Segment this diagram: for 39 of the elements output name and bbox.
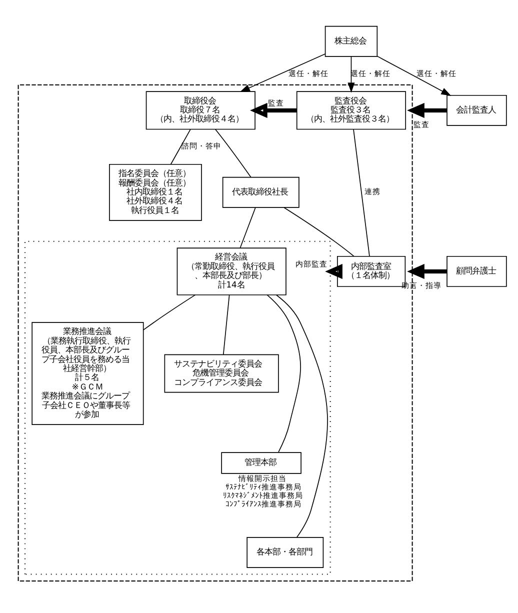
node-box: 管理本部 [221,452,302,474]
connector [276,294,328,538]
node-label: 情報開示担当 [238,474,286,483]
node-box: 取締役会 取締役７名 （内、社外取締役４名） [146,90,256,130]
connector [240,206,256,248]
connector [170,128,191,164]
arrow [376,55,452,96]
connector [142,294,196,330]
node-box: 経営会議 （常勤取締役、執行役員、本部長及び部長） 計14名 [176,247,286,295]
node-box: 監査役会 監査役３名 （内、社外監査役３名） [296,90,406,130]
cluster [24,240,331,574]
edge-label: 選任・解任 [288,68,329,78]
connector [215,128,252,178]
node-box: 会計監査人 [446,94,507,126]
node-box: 株主総会 [324,25,378,56]
edge-label: 監査 [414,119,430,128]
edge-label: 連携 [364,186,381,196]
arrow [240,53,326,92]
node-label: ﾘｽｸﾏﾈｼﾞﾒﾝﾄ推進事務局 [223,490,304,500]
edge-label: 内部監査 [296,259,328,268]
arrow [325,263,342,279]
node-box: 業務推進会議 （業務執行取締役、執行役員、本部長及びグループ子会社役員を務める当社経営幹部） 計５名 ※ＧＣＭ 業務推進会議にグループ子会社ＣＥＯや董事長等が参加 [32,322,144,424]
node-box: 代表取締役社長 [222,176,300,208]
arrow [407,263,447,279]
arrow [250,102,297,118]
node-box: サステナビリティ委員会 危機管理委員会 コンプライアンス委員会 [164,354,279,392]
connector [284,206,354,256]
edge-label: 監査 [268,98,284,108]
edge-label: 諮問・答申 [181,141,222,150]
node-box: 指名委員会（任意） 報酬委員会（任意） 社内取締役１名 社外取締役４名 執行役員１名 [109,163,202,220]
node-label: ｺﾝﾌﾟﾗｲｱﾝｽ推進事務局 [225,498,302,508]
connector [353,128,370,256]
node-box: 顧問弁護士 [446,255,507,286]
arrow [407,102,447,118]
node-box: 各本部・各部門 [246,536,324,568]
edge-label: 選任・解任 [416,68,457,78]
connector [222,294,230,355]
node-label: ｻｽﾃﾅﾋﾞﾘﾃｨ推進事務局 [225,482,302,492]
connector [266,294,301,452]
